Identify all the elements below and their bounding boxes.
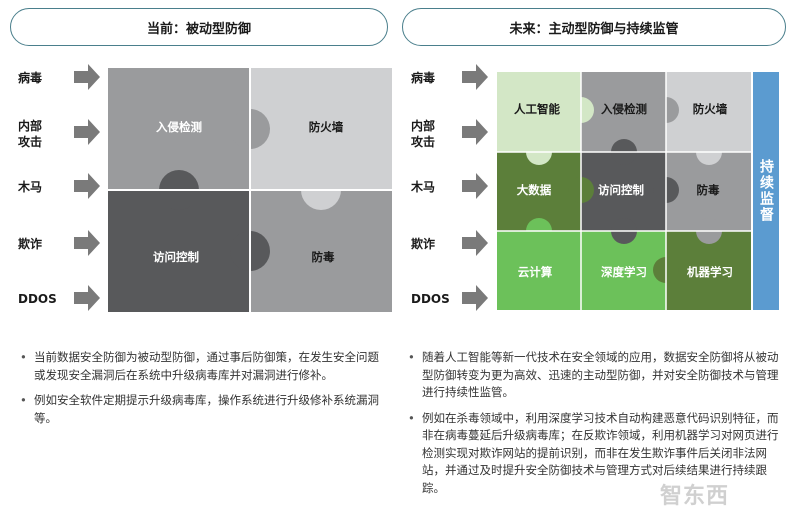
right-tab-8 — [526, 218, 552, 244]
left-label-antivirus: 防毒 — [311, 250, 335, 264]
right-label-ml: 机器学习 — [687, 265, 733, 279]
right-tab-3 — [653, 97, 679, 123]
left-label-intrusion: 入侵检测 — [156, 120, 202, 134]
right-arrow-5 — [462, 285, 488, 311]
right-threat-virus: 病毒 — [411, 71, 436, 85]
right-arrow-3 — [462, 173, 488, 199]
left-tab-access-right — [230, 231, 270, 271]
left-arrow-1 — [74, 64, 100, 90]
left-label-firewall: 防火墙 — [308, 120, 344, 134]
right-tab-10 — [696, 218, 722, 244]
right-tab-9 — [611, 218, 637, 244]
right-tab-6 — [568, 177, 594, 203]
right-label-ai: 人工智能 — [514, 102, 560, 116]
left-threat-trojan: 木马 — [18, 180, 43, 194]
left-tab-intrusion-down — [159, 170, 199, 210]
right-tab-5 — [696, 139, 722, 165]
left-arrow-4 — [74, 230, 100, 256]
left-arrow-2 — [74, 119, 100, 145]
right-threat-trojan: 木马 — [411, 180, 436, 194]
left-tab-firewall-down — [301, 170, 341, 210]
watermark: 智东西 — [660, 484, 730, 509]
right-bullet-1: 随着人工智能等新一代技术在安全领域的应用，数据安全防御将从被动型防御转变为更为高… — [408, 349, 788, 402]
right-tab-2 — [568, 97, 594, 123]
left-threat-internal-attack: 内部 攻击 — [18, 119, 43, 150]
right-tab-4 — [611, 139, 637, 165]
right-tab-1 — [526, 139, 552, 165]
left-arrows — [74, 64, 100, 311]
right-title-text: 未来：主动型防御与持续监管 — [509, 21, 679, 37]
left-tab-intrusion-right — [230, 109, 270, 149]
left-bullet-2: 例如安全软件定期提示升级病毒库，操作系统进行升级修补系统漏洞等。 — [20, 392, 390, 427]
right-arrow-2 — [462, 119, 488, 145]
left-arrow-5 — [74, 285, 100, 311]
right-label-access: 访问控制 — [598, 183, 644, 197]
right-threat-internal-attack: 内部 攻击 — [411, 119, 436, 150]
left-puzzle — [108, 68, 392, 312]
right-bullets: 随着人工智能等新一代技术在安全领域的应用，数据安全防御将从被动型防御转变为更为高… — [408, 349, 788, 505]
right-arrow-4 — [462, 230, 488, 256]
right-label-antivirus: 防毒 — [696, 183, 720, 197]
right-label-intrusion: 入侵检测 — [601, 102, 647, 116]
right-threat-fraud: 欺诈 — [411, 237, 436, 251]
left-bullet-1: 当前数据安全防御为被动型防御，通过事后防御策，在发生安全问题或发现安全漏洞后在系… — [20, 349, 390, 384]
left-bullets: 当前数据安全防御为被动型防御，通过事后防御策，在发生安全问题或发现安全漏洞后在系… — [20, 349, 390, 435]
right-label-firewall: 防火墙 — [692, 102, 728, 116]
right-label-bigdata: 大数据 — [516, 183, 552, 197]
left-threat-fraud: 欺诈 — [18, 237, 43, 251]
left-threat-ddos: DDOS — [18, 292, 57, 306]
right-label-deep: 深度学习 — [601, 265, 647, 279]
right-tab-12 — [653, 257, 679, 283]
left-label-access: 访问控制 — [153, 250, 199, 264]
right-threat-ddos: DDOS — [411, 292, 450, 306]
right-panel-title: 未来：主动型防御与持续监管 — [402, 8, 786, 46]
right-tab-7 — [653, 177, 679, 203]
right-label-cloud: 云计算 — [517, 265, 553, 279]
right-tab-11 — [568, 257, 594, 283]
left-threat-virus: 病毒 — [18, 71, 43, 85]
right-bullet-2: 例如在杀毒领域中，利用深度学习技术自动构建恶意代码识别特征，而非在病毒蔓延后升级… — [408, 410, 788, 498]
monitor-label: 持续监督 — [758, 159, 774, 223]
right-arrow-1 — [462, 64, 488, 90]
left-panel-title: 当前：被动型防御 — [10, 8, 388, 46]
right-arrows — [462, 64, 488, 311]
continuous-monitoring-bar: 持续监督 — [753, 72, 779, 310]
left-title-text: 当前：被动型防御 — [146, 21, 251, 37]
left-arrow-3 — [74, 173, 100, 199]
